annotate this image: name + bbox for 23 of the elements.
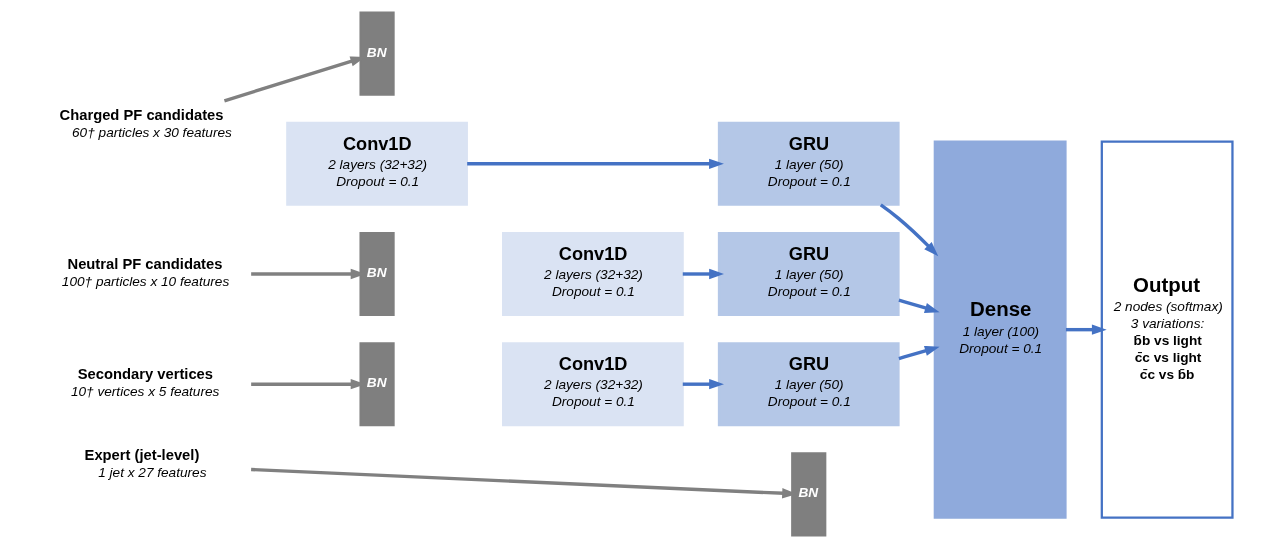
node-box: Output 2 nodes (softmax) 3 variations: b̄b vs light c̄c vs light c̄c vs b̄b: [1100, 140, 1234, 519]
node-text: Neutral PF candidates 100† particles x 10 features: [61, 255, 229, 290]
node-box: BN: [790, 452, 826, 537]
arrow: [879, 203, 938, 257]
node-box: BN: [358, 11, 395, 96]
arrow: [682, 379, 724, 390]
arrow: [897, 298, 940, 313]
node-box: GRU 1 layer (50) Dropout = 0.1: [717, 121, 900, 206]
arrow: [466, 158, 724, 169]
arrow: [1065, 324, 1107, 335]
node-box: BN: [358, 231, 395, 317]
node-text: Secondary vertices 10† vertices x 5 features: [70, 365, 219, 400]
node-box: Dense 1 layer (100) Dropout = 0.1: [933, 140, 1067, 519]
node-box: GRU 1 layer (50) Dropout = 0.1: [717, 342, 900, 427]
node-box: Conv1D 2 layers (32+32) Dropout = 0.1: [501, 231, 684, 317]
node-box: Conv1D 2 layers (32+32) Dropout = 0.1: [285, 121, 468, 206]
node-text: Charged PF candidates 60† particles x 30 features: [59, 106, 232, 141]
node-box: Conv1D 2 layers (32+32) Dropout = 0.1: [501, 342, 684, 427]
node-text: Expert (jet-level) 1 jet x 27 features: [84, 446, 206, 480]
node-box: GRU 1 layer (50) Dropout = 0.1: [717, 231, 900, 317]
node-box: BN: [358, 342, 395, 427]
arrow: [682, 268, 724, 280]
arrow: [897, 345, 940, 361]
